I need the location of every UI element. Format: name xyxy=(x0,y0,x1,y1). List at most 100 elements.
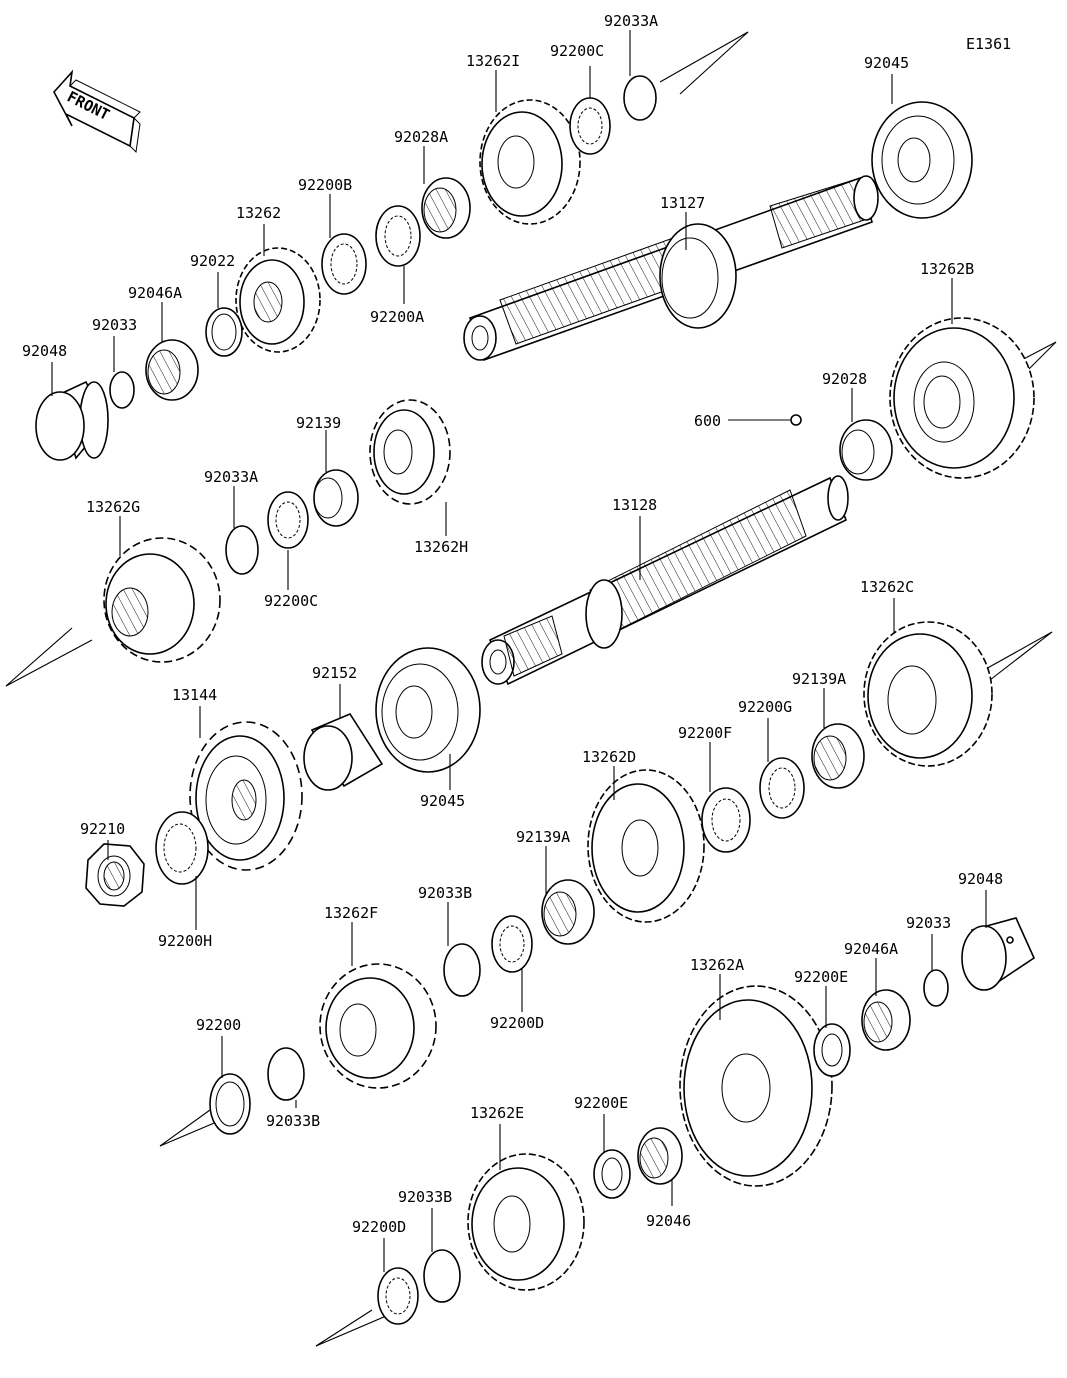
label-13127: 13127 xyxy=(660,194,705,212)
label-92048-top: 92048 xyxy=(22,342,67,360)
washer-92200E-right xyxy=(813,1023,851,1077)
label-92033B-bottom: 92033B xyxy=(398,1188,452,1206)
gear-13262C xyxy=(863,621,993,767)
splined-washer-92200G xyxy=(759,757,805,819)
circlip-92033-top xyxy=(109,371,135,409)
splined-washer-92200D-bottom xyxy=(377,1267,419,1325)
collar-92048-bottom xyxy=(961,917,1036,991)
label-92022: 92022 xyxy=(190,252,235,270)
gear-13262I xyxy=(479,99,581,225)
label-13262H: 13262H xyxy=(414,538,468,556)
label-92152: 92152 xyxy=(312,664,357,682)
label-13262D: 13262D xyxy=(582,748,636,766)
splined-washer-92200B xyxy=(321,233,367,295)
gear-13262F xyxy=(319,963,437,1089)
collar-92048-top xyxy=(35,380,109,461)
label-92033B-low: 92033B xyxy=(266,1112,320,1130)
label-92200E-right: 92200E xyxy=(794,968,848,986)
label-92200D-mid: 92200D xyxy=(490,1014,544,1032)
diagram-code: E1361 xyxy=(966,35,1011,53)
splined-washer-92200F xyxy=(701,787,751,853)
bushing-92028 xyxy=(839,419,893,481)
circlip-92033B-mid xyxy=(443,943,481,997)
washer-92200 xyxy=(209,1073,251,1135)
label-92033-top: 92033 xyxy=(92,316,137,334)
needle-bearing-92028A xyxy=(421,177,471,239)
label-92200C-top: 92200C xyxy=(550,42,604,60)
circlip-92033A-top xyxy=(623,75,657,121)
label-92139: 92139 xyxy=(296,414,341,432)
gear-13262H xyxy=(369,399,451,505)
part-600-dot xyxy=(790,414,802,426)
label-92200D-bottom: 92200D xyxy=(352,1218,406,1236)
circlip-92033A-mid xyxy=(225,525,259,575)
label-13262G: 13262G xyxy=(86,498,140,516)
gear-13262A xyxy=(679,985,833,1187)
nut-92210 xyxy=(85,843,145,907)
splined-washer-92200A xyxy=(375,205,421,267)
label-92033A-top: 92033A xyxy=(604,12,658,30)
label-92033-bottom: 92033 xyxy=(906,914,951,932)
washer-92200E-low xyxy=(593,1149,631,1199)
bearing-92045-mid xyxy=(375,647,481,773)
splined-washer-92200D-mid xyxy=(491,915,533,973)
splined-washer-92200C-top xyxy=(569,97,611,155)
label-600: 600 xyxy=(694,412,721,430)
collar-92152 xyxy=(303,713,384,791)
circlip-92033B-bottom xyxy=(423,1249,461,1303)
label-13262F: 13262F xyxy=(324,904,378,922)
label-13262C: 13262C xyxy=(860,578,914,596)
part-labels: 92033A 92200C 13262I 92028A 92200B 92200… xyxy=(22,12,1003,1236)
label-13262B: 13262B xyxy=(920,260,974,278)
needle-bearing-92046 xyxy=(637,1127,683,1185)
needle-bearing-92046A-top xyxy=(145,339,199,401)
gear-13262 xyxy=(235,247,321,353)
sprocket-13144 xyxy=(189,721,303,871)
label-13262I: 13262I xyxy=(466,52,520,70)
label-92028: 92028 xyxy=(822,370,867,388)
label-92045-top: 92045 xyxy=(864,54,909,72)
label-92046: 92046 xyxy=(646,1212,691,1230)
needle-bearing-92139A-mid xyxy=(541,879,595,945)
label-92200: 92200 xyxy=(196,1016,241,1034)
label-13262E: 13262E xyxy=(470,1104,524,1122)
gear-13127 xyxy=(659,223,737,329)
bearing-92045-top xyxy=(871,101,973,219)
label-92200A: 92200A xyxy=(370,308,424,326)
front-arrow-icon: FRONT xyxy=(53,69,141,154)
label-92046A-bottom: 92046A xyxy=(844,940,898,958)
splined-washer-92200C-mid xyxy=(267,491,309,549)
label-92200G: 92200G xyxy=(738,698,792,716)
needle-bearing-92046A-bottom xyxy=(861,989,911,1051)
label-92200H: 92200H xyxy=(158,932,212,950)
label-92045-mid: 92045 xyxy=(420,792,465,810)
bushing-92139 xyxy=(313,469,359,527)
label-13262: 13262 xyxy=(236,204,281,222)
label-92139A-mid: 92139A xyxy=(516,828,570,846)
label-92046A-top: 92046A xyxy=(128,284,182,302)
label-92200E-low: 92200E xyxy=(574,1094,628,1112)
label-92200C-mid: 92200C xyxy=(264,592,318,610)
leader-lines xyxy=(51,30,987,1272)
circlip-92033-bottom xyxy=(923,969,949,1007)
label-92033B-mid: 92033B xyxy=(418,884,472,902)
label-13144: 13144 xyxy=(172,686,217,704)
label-92200F: 92200F xyxy=(678,724,732,742)
label-92033A-mid: 92033A xyxy=(204,468,258,486)
splined-washer-92200H xyxy=(155,811,209,885)
gear-13262G xyxy=(103,537,221,663)
label-92210: 92210 xyxy=(80,820,125,838)
label-92139A-right: 92139A xyxy=(792,670,846,688)
needle-bearing-92139A-right xyxy=(811,723,865,789)
label-13262A: 13262A xyxy=(690,956,744,974)
circlip-92033B-low xyxy=(267,1047,305,1101)
gear-13262B xyxy=(889,317,1035,479)
label-92048-bottom: 92048 xyxy=(958,870,1003,888)
washer-92022 xyxy=(205,307,243,357)
label-92200B: 92200B xyxy=(298,176,352,194)
gear-13262E xyxy=(467,1153,585,1291)
gear-13262D xyxy=(587,769,705,923)
label-92028A: 92028A xyxy=(394,128,448,146)
label-13128: 13128 xyxy=(612,496,657,514)
